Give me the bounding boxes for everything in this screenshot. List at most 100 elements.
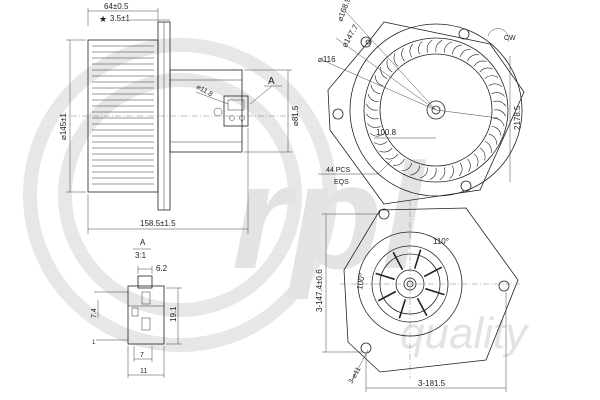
fan-blade — [479, 67, 493, 73]
mounting-hole — [458, 28, 470, 40]
fan-blade — [488, 133, 498, 145]
fan-blade — [392, 158, 405, 166]
fan-blade — [479, 147, 486, 161]
rear-rib — [423, 266, 443, 278]
fan-blade — [473, 60, 487, 67]
fan-blade — [386, 59, 393, 73]
dim-inner: ⌀116 — [318, 55, 336, 64]
dim-total-length: 158.5±1.5 — [140, 219, 176, 228]
rear-rib — [416, 297, 428, 317]
fan-blade — [393, 53, 399, 67]
fan-blade — [373, 141, 388, 145]
fan-blade — [467, 54, 480, 62]
middle-ring — [363, 37, 509, 183]
fan-blade — [449, 165, 454, 179]
fan-blades-front — [365, 39, 507, 181]
fan-blade — [439, 167, 446, 181]
leader-line — [377, 159, 393, 175]
connector-latch-top — [137, 275, 153, 289]
dim-radius-right: 2178.5 — [513, 105, 522, 130]
fan-blade — [419, 167, 429, 179]
front-view: ⌀168.9 ⌀147.7 ⌀116 CW 2178.5 100.8 44 PC… — [318, 0, 525, 205]
dimension-line — [335, 37, 437, 111]
fan-blades-side — [92, 45, 154, 185]
key-slot — [131, 307, 139, 317]
dim-motor: ⌀81.5 — [291, 105, 300, 126]
mounting-hole — [498, 280, 510, 292]
dimension-line — [435, 109, 499, 119]
detail-callout: A — [268, 76, 275, 87]
angle-left: 100° — [355, 272, 367, 290]
pin-one: 1 — [92, 340, 96, 346]
fan-blade — [473, 153, 479, 167]
dimension-line — [345, 11, 437, 111]
fan-blade — [491, 126, 502, 136]
side-view: 64±0.5 ★ 3.5±1 ⌀145±1 ⌀11.8 A ⌀81.5 158.… — [59, 2, 300, 234]
blade-count: 44 PCS — [326, 167, 350, 174]
fan-blade — [452, 44, 462, 55]
rear-view: 110° 100° 3-147.4±0.6 3-⌀11 3-181.5 — [315, 200, 520, 392]
mounting-hole — [360, 342, 372, 354]
connector-body — [223, 95, 249, 127]
mounting-hole-center — [365, 39, 371, 45]
fan-blade — [458, 162, 463, 177]
dim-outer: ⌀168.9 — [335, 0, 352, 23]
fan-blade — [443, 41, 453, 53]
mounting-hole — [360, 36, 372, 48]
connector-latch — [227, 99, 245, 111]
fan-blade — [429, 167, 437, 180]
dim-right: 19.1 — [169, 306, 178, 322]
fan-blade — [493, 109, 506, 117]
fan-blade — [488, 83, 503, 88]
rear-rib — [377, 290, 397, 302]
fan-blade — [380, 66, 388, 79]
watermark-sub: quality — [400, 309, 530, 358]
dimension-line — [321, 59, 437, 111]
mounting-hole — [460, 180, 472, 192]
fan-blade — [435, 40, 443, 53]
rear-rib — [375, 272, 395, 281]
connector-pin — [229, 115, 235, 121]
rotation-arrow — [487, 28, 509, 43]
fan-blade — [367, 123, 381, 128]
terminal-slot — [141, 291, 151, 305]
dim-top: 6.2 — [156, 264, 168, 273]
fan-blade — [409, 43, 414, 58]
dim-width-top: 64±0.5 — [104, 2, 129, 11]
fan-blade — [370, 84, 381, 94]
fan-blade — [467, 158, 471, 173]
leader-line — [351, 349, 369, 381]
fan-blade — [365, 113, 379, 120]
dim-middle: ⌀147.7 — [340, 23, 360, 49]
fan-blade — [410, 165, 420, 176]
watermark: rpl quality — [23, 38, 530, 358]
rear-rib — [392, 251, 404, 271]
fan-blade — [426, 39, 433, 53]
dim-flange: 3.5±1 — [110, 14, 131, 23]
connector-pin — [239, 115, 245, 121]
fan-blade — [484, 75, 499, 79]
fan-blade — [366, 103, 379, 111]
dim-left: 7.4 — [91, 308, 98, 318]
rear-ribs — [375, 249, 445, 319]
fan-blade — [379, 147, 393, 153]
detail-scale: 3:1 — [135, 251, 147, 260]
blade-spacing: EQS — [334, 179, 349, 186]
hub-outer — [426, 100, 446, 120]
dim-bottom: 3-181.5 — [418, 379, 446, 388]
angle-top: 110° — [433, 237, 449, 246]
housing-flange-outline — [327, 21, 525, 205]
detail-title: A — [140, 238, 146, 247]
outer-ring — [349, 23, 523, 197]
fan-blade — [484, 141, 492, 154]
fan-blade — [493, 117, 505, 127]
watermark-brand: rpl — [232, 132, 427, 300]
fan-blade — [367, 93, 379, 103]
dim-height-left: ⌀145±1 — [59, 112, 68, 140]
leader-line — [195, 91, 229, 105]
hub-inner — [431, 105, 441, 115]
motor-housing — [169, 69, 243, 153]
leader-line — [249, 85, 273, 105]
